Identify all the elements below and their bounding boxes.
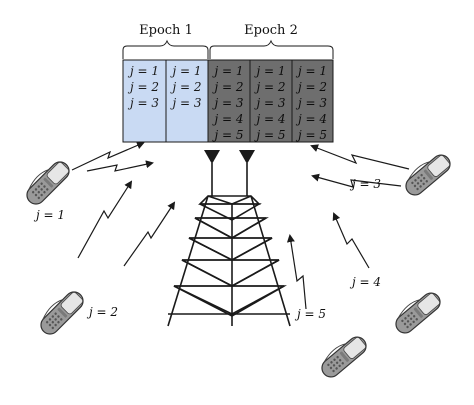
epoch-2-brace xyxy=(209,39,334,59)
mobile-phone-icon xyxy=(20,155,74,209)
time-slot-epoch-2: j = 1 j = 2 j = 3 j = 4 j = 5 xyxy=(207,59,251,143)
epoch-1-brace xyxy=(122,39,209,59)
slot-user-entry: j = 2 xyxy=(211,80,243,94)
slot-user-entry: j = 4 xyxy=(295,112,327,126)
slot-user-entry: j = 3 xyxy=(253,96,285,110)
slot-user-entry: j = 1 xyxy=(253,64,285,78)
slot-user-entry: j = 3 xyxy=(127,96,159,110)
slot-user-entry: j = 5 xyxy=(253,128,285,142)
user-2-label: j = 2 xyxy=(86,305,118,319)
slot-user-entry: j = 3 xyxy=(169,96,201,110)
slot-user-entry: j = 3 xyxy=(295,96,327,110)
slot-user-entry: j = 1 xyxy=(127,64,159,78)
mobile-phone-icon xyxy=(315,330,371,382)
slot-user-entry: j = 2 xyxy=(169,80,201,94)
time-slot-epoch-2: j = 1 j = 2 j = 3 j = 4 j = 5 xyxy=(291,59,334,143)
user-3-label: j = 3 xyxy=(349,177,381,191)
mobile-phone-icon xyxy=(34,285,88,339)
mobile-phone-icon xyxy=(399,148,455,200)
time-slot-epoch-1: j = 1 j = 2 j = 3 xyxy=(122,59,167,143)
slot-user-entry: j = 3 xyxy=(211,96,243,110)
antenna-icon xyxy=(204,150,255,164)
slot-user-entry: j = 2 xyxy=(253,80,285,94)
epoch-2-label: Epoch 2 xyxy=(244,23,298,38)
slot-user-entry: j = 4 xyxy=(211,112,243,126)
mobile-phone-icon xyxy=(389,286,445,338)
time-slot-grid: j = 1 j = 2 j = 3 j = 1 j = 2 j = 3 j = 1 j = 2… xyxy=(122,59,334,143)
time-slot-epoch-1: j = 1 j = 2 j = 3 xyxy=(165,59,209,143)
time-slot-epoch-2: j = 1 j = 2 j = 3 j = 4 j = 5 xyxy=(249,59,293,143)
slot-user-entry: j = 4 xyxy=(253,112,285,126)
slot-user-entry: j = 1 xyxy=(211,64,243,78)
slot-user-entry: j = 5 xyxy=(211,128,243,142)
cell-tower-icon xyxy=(167,163,291,327)
user-1-label: j = 1 xyxy=(33,208,65,222)
user-5-label: j = 5 xyxy=(294,307,326,321)
slot-user-entry: j = 2 xyxy=(127,80,159,94)
slot-user-entry: j = 1 xyxy=(295,64,327,78)
slot-user-entry: j = 2 xyxy=(295,80,327,94)
slot-user-entry: j = 5 xyxy=(295,128,327,142)
user-4-label: j = 4 xyxy=(349,275,381,289)
slot-user-entry: j = 1 xyxy=(169,64,201,78)
lightning-signal-icon xyxy=(71,141,410,310)
epoch-1-label: Epoch 1 xyxy=(139,23,193,38)
